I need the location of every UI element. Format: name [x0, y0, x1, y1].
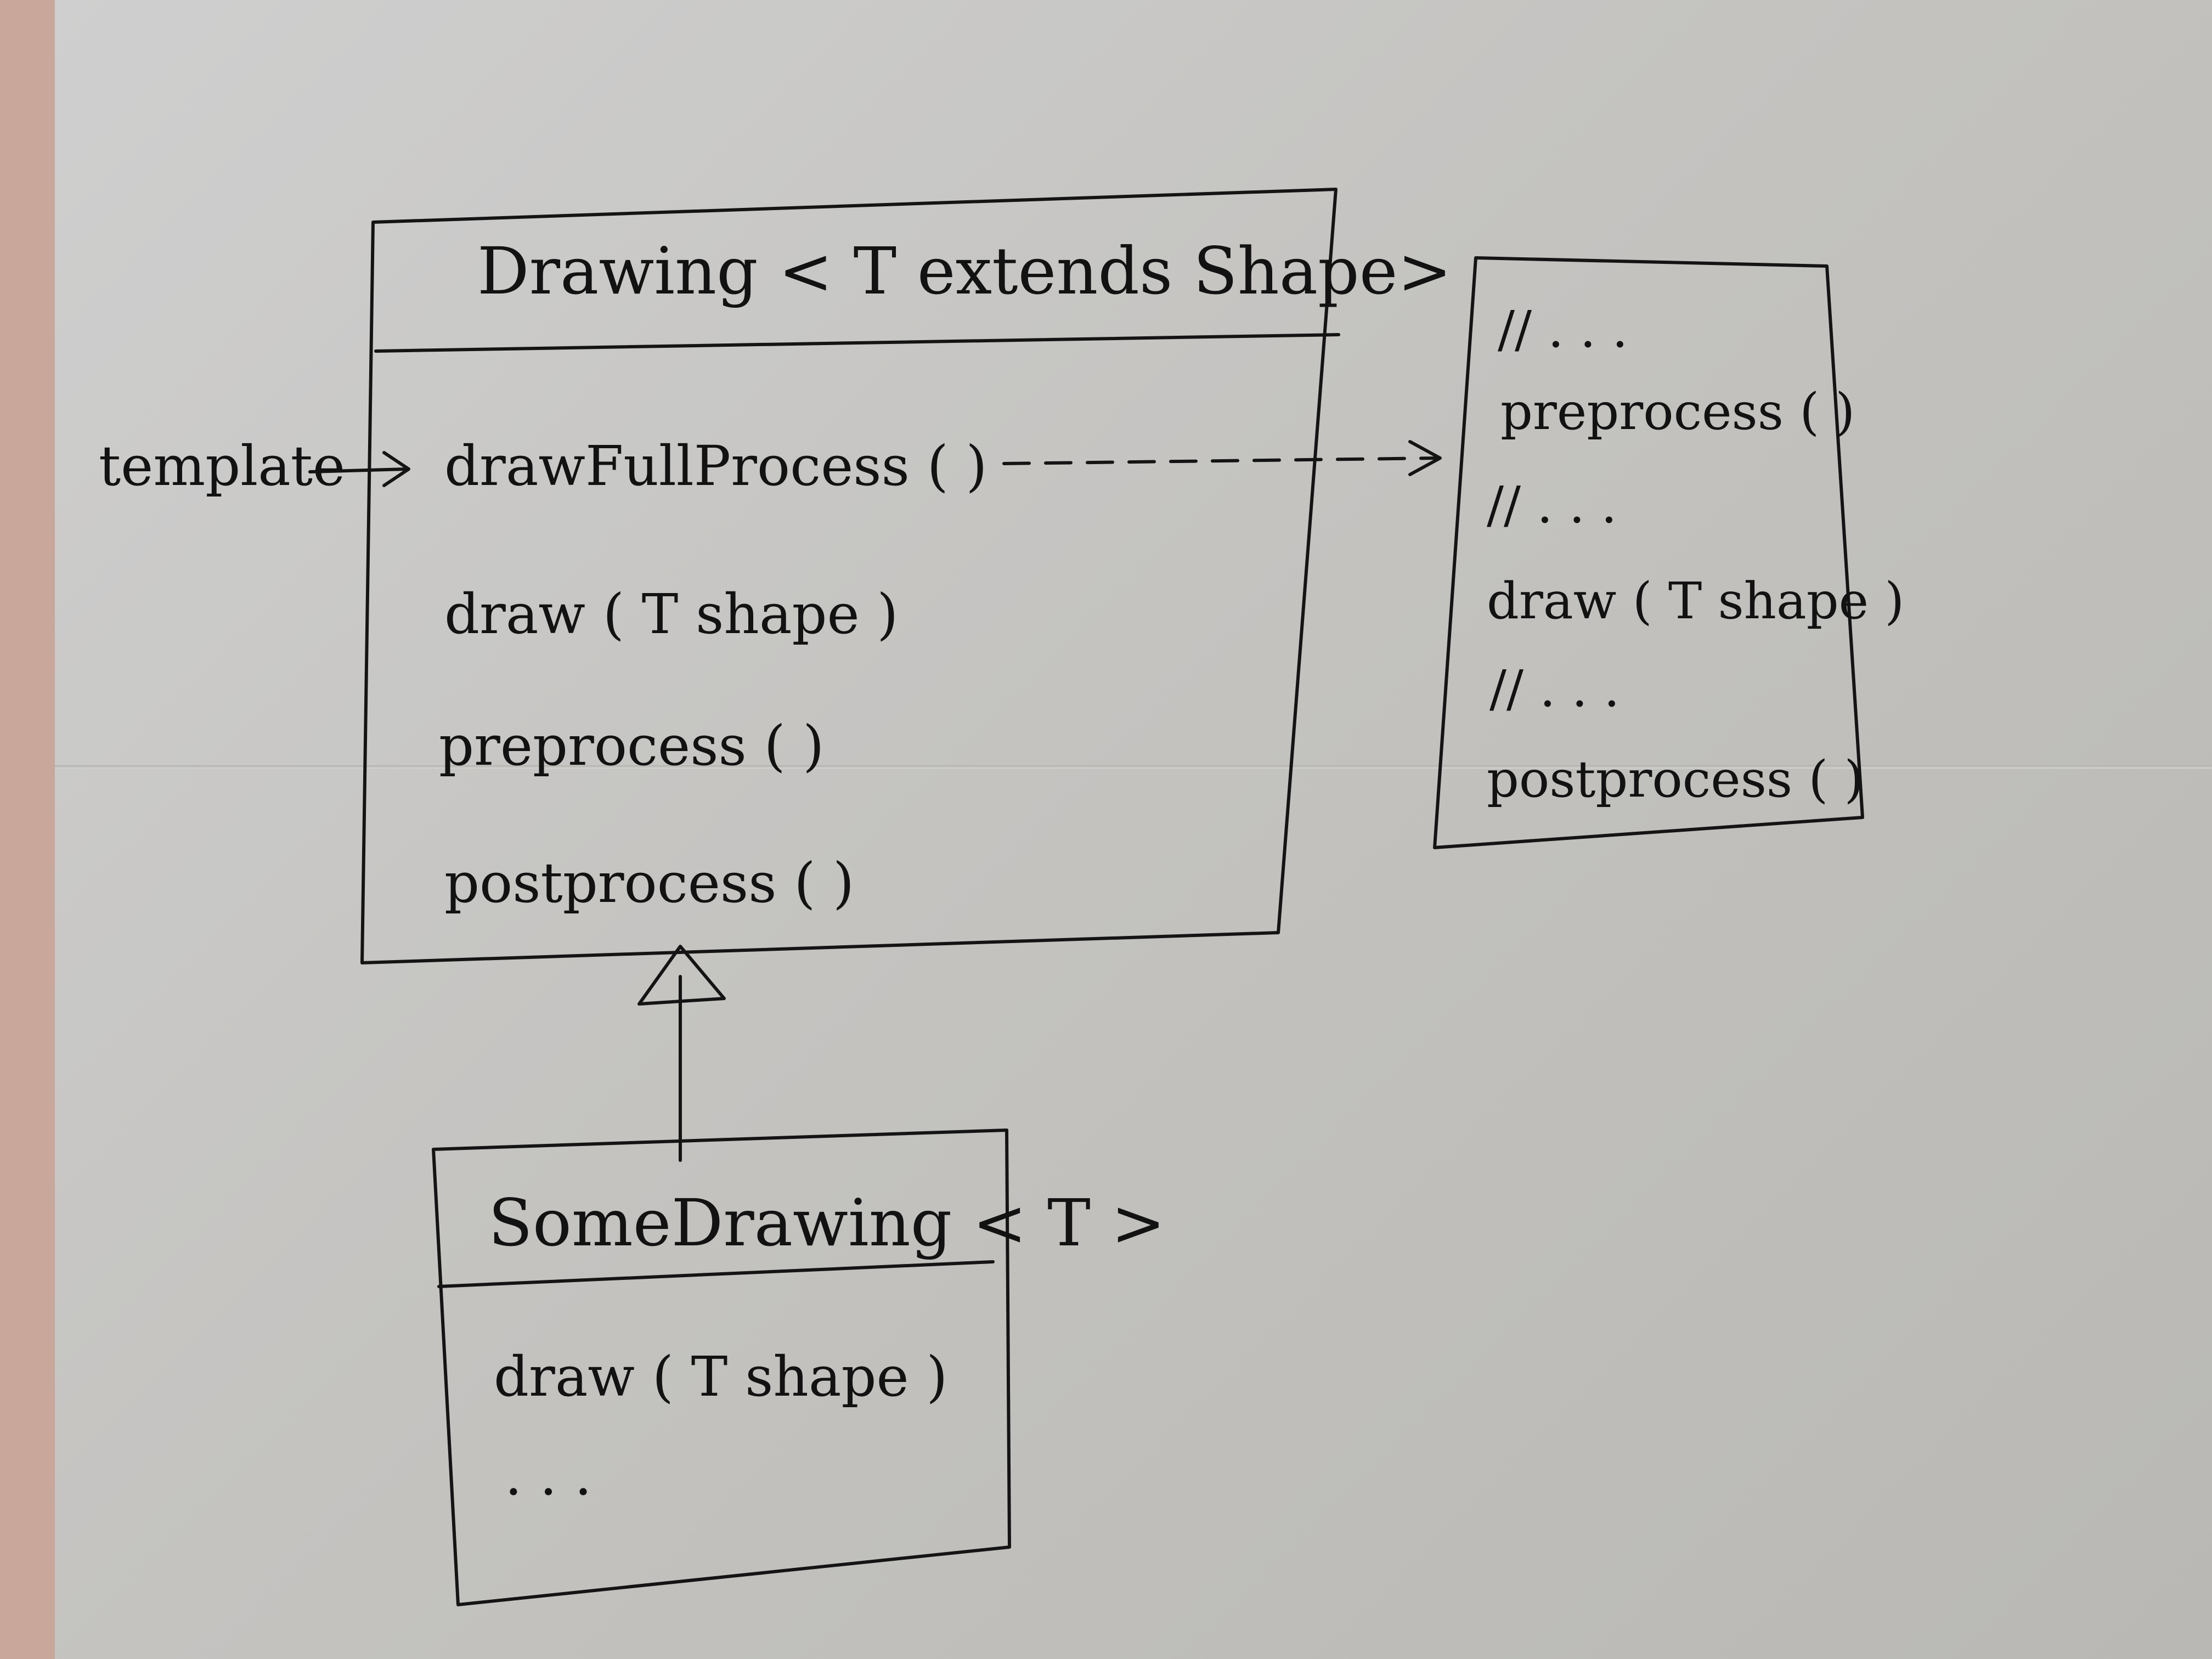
base-member-draw: draw ( T shape ): [444, 582, 899, 646]
base-member-preprocess: preprocess ( ): [439, 714, 825, 778]
dashed-arrow: [1002, 456, 1439, 465]
subclass-box: [432, 1128, 1011, 1606]
subclass-title: SomeDrawing < T >: [488, 1185, 1166, 1261]
method-body-line-4: draw ( T shape ): [1487, 572, 1905, 630]
template-label: template: [99, 434, 346, 498]
paper-fold: [55, 765, 2212, 769]
subclass-member-draw: draw ( T shape ): [494, 1345, 948, 1409]
method-body-line-1: // . . .: [1498, 300, 1628, 359]
method-body-line-2: preprocess ( ): [1500, 382, 1855, 441]
paper-sheet: [55, 0, 2212, 1659]
method-body-line-5: // . . .: [1489, 659, 1620, 718]
method-body-box: [1433, 256, 1864, 849]
dashed-arrow-head: [1408, 440, 1442, 476]
subclass-member-ellipsis: . . .: [505, 1443, 592, 1508]
subclass-divider: [437, 1260, 995, 1288]
base-member-postprocess: postprocess ( ): [444, 851, 855, 915]
base-class-divider: [374, 333, 1340, 353]
inheritance-triangle: [637, 945, 726, 1006]
method-body-line-6: postprocess ( ): [1487, 750, 1864, 809]
base-member-draw-full-process: drawFullProcess ( ): [444, 434, 988, 498]
method-body-line-3: // . . .: [1487, 476, 1617, 534]
base-class-title: Drawing < T extends Shape>: [477, 233, 1452, 309]
base-class-box: [360, 188, 1338, 964]
template-arrow: [308, 451, 410, 487]
